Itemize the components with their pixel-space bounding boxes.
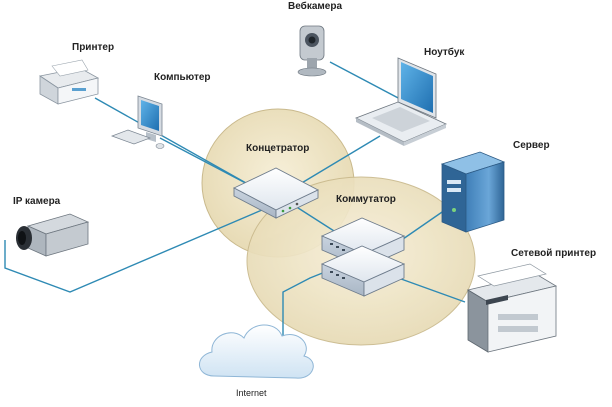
hub-label: Концетратор [246, 143, 310, 154]
laptop-label: Ноутбук [424, 47, 465, 58]
laptop-icon [355, 57, 447, 146]
switch-icon [320, 217, 406, 297]
switch-label: Коммутатор [336, 194, 396, 205]
link-laptop-hub [289, 135, 381, 191]
computer-label: Компьютер [154, 72, 211, 83]
server-icon [440, 151, 506, 233]
link-ipcamera-hub [4, 209, 263, 293]
internet-cloud-icon [199, 324, 314, 379]
link-computer-hub [159, 137, 256, 189]
network-printer-label: Сетевой принтер [511, 248, 597, 259]
printer-label: Принтер [72, 42, 115, 53]
webcam-icon [297, 25, 327, 77]
computer-icon [110, 95, 165, 149]
link-printer-hub [94, 97, 256, 189]
link-netprinter-switch [389, 274, 466, 303]
webcam-label: Вебкамера [288, 1, 343, 12]
ip-camera-icon [16, 213, 90, 257]
network-printer-icon [466, 263, 558, 353]
hub-icon [232, 167, 320, 219]
internet-label: Internet [236, 388, 267, 398]
server-label: Сервер [513, 140, 550, 151]
ip-camera-label: IP камера [13, 196, 61, 207]
link-internet-switch [282, 269, 331, 338]
printer-icon [38, 59, 100, 105]
